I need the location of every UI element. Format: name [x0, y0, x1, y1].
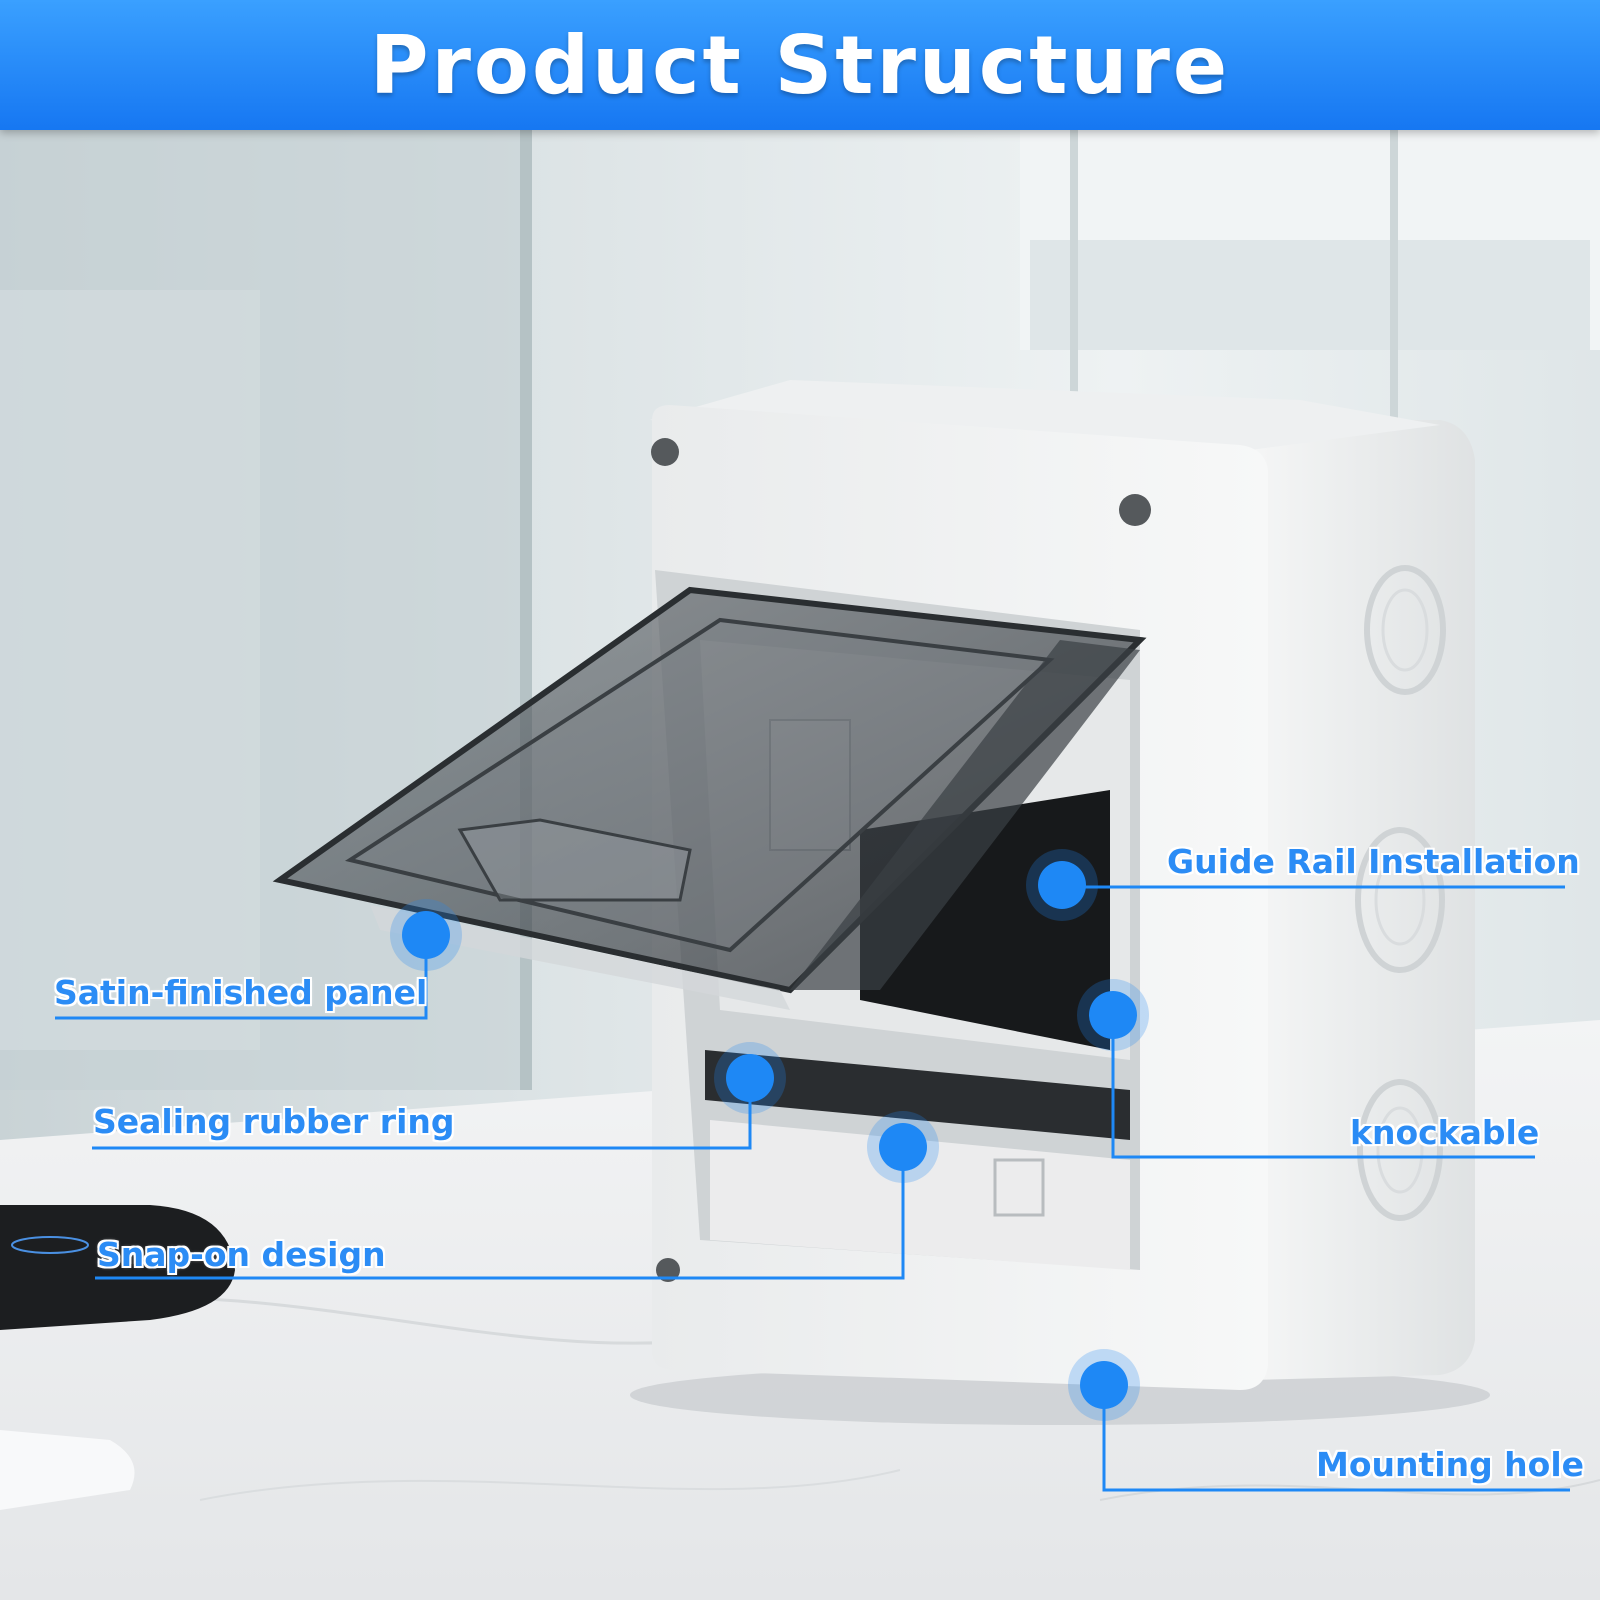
knockable-label: knockable: [1350, 1113, 1540, 1152]
page-title: Product Structure: [369, 18, 1231, 112]
sealing-ring-label: Sealing rubber ring: [93, 1102, 455, 1141]
satin-panel-label: Satin-finished panel: [54, 973, 428, 1012]
title-banner: Product Structure: [0, 0, 1600, 130]
snap-on-label: Snap-on design: [97, 1235, 386, 1274]
guide-rail-label: Guide Rail Installation: [1167, 842, 1580, 881]
mounting-hole-label: Mounting hole: [1316, 1445, 1585, 1484]
